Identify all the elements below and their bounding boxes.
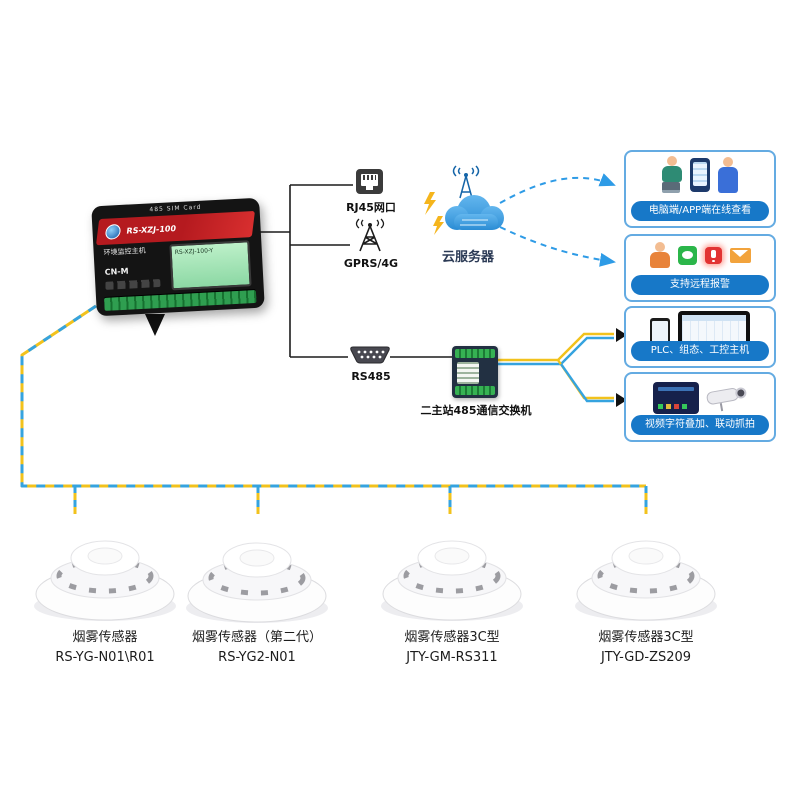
gprs-antenna-icon <box>355 218 385 252</box>
sensor-model: RS-YG2-N01 <box>218 650 296 666</box>
sensor-caption: 烟雾传感器3C型 JTY-GM-RS311 <box>367 628 537 668</box>
rs485-switch-device <box>452 346 498 398</box>
device-band-text: RS-XZJ-100 <box>125 223 177 236</box>
lightning-icon <box>433 216 444 235</box>
person-with-laptop <box>662 156 682 193</box>
rj45-port-icon <box>356 169 383 194</box>
smoke-detector <box>186 542 328 623</box>
mail-icon <box>729 247 751 263</box>
tablet-icon <box>650 318 670 346</box>
feature-label-online-view: 电脑端/APP端在线查看 <box>631 201 769 221</box>
cctv-camera-icon <box>705 382 749 415</box>
alarm-icon <box>704 246 722 264</box>
feature-box-video-capture: 视频字符叠加、联动抓拍 <box>624 372 776 442</box>
sensor-caption: 烟雾传感器3C型 JTY-GD-ZS209 <box>561 628 731 668</box>
lightning-icon <box>424 192 436 215</box>
sensor-caption: 烟雾传感器（第二代） RS-YG2-N01 <box>172 628 342 668</box>
feature-box-remote-alarm: 支持远程报警 <box>624 234 776 302</box>
person-with-phone <box>718 156 738 193</box>
feature-label-video-capture: 视频字符叠加、联动抓拍 <box>631 415 769 435</box>
sensor-model: JTY-GD-ZS209 <box>600 650 692 666</box>
person-icon <box>649 242 670 268</box>
feature-label-remote-alarm: 支持远程报警 <box>631 275 769 295</box>
laptop-icon <box>662 182 680 193</box>
rj45-label: RJ45网口 <box>346 201 396 214</box>
smoke-detector <box>575 540 717 621</box>
cloud-server-label: 云服务器 <box>441 250 494 265</box>
device-badge: CN-M <box>104 266 129 277</box>
sensor-model: JTY-GM-RS311 <box>406 650 498 666</box>
gprs-label: GPRS/4G <box>343 257 399 270</box>
feature-box-plc-scada: PLC、组态、工控主机 <box>624 306 776 368</box>
device-brand-band: RS-XZJ-100 <box>95 210 255 246</box>
smoke-detector <box>381 540 523 621</box>
sensor-model: RS-YG-N01\R01 <box>55 650 155 666</box>
device-terminal-block <box>104 289 257 311</box>
rs485-switch-label: 二主站485通信交换机 <box>420 404 532 417</box>
brand-logo-icon <box>104 223 122 240</box>
sensor-caption: 烟雾传感器 RS-YG-N01\R01 <box>20 628 190 668</box>
sensor-title: 烟雾传感器3C型 <box>404 630 500 645</box>
cloud-server-icon <box>424 165 504 235</box>
rs485-label: RS485 <box>351 370 391 383</box>
rs485-serial-icon <box>350 346 390 364</box>
remote-alarm-illustration <box>626 242 774 268</box>
people-computer-illustration <box>626 156 774 193</box>
feature-label-plc-scada: PLC、组态、工控主机 <box>631 341 769 361</box>
sensor-title: 烟雾传感器（第二代） <box>191 630 322 645</box>
monitoring-host-device: 485 SIM Card RS-XZJ-100 环境监控主机 RS-XZJ-10… <box>91 197 265 317</box>
device-title: 环境监控主机 <box>103 246 146 257</box>
wechat-icon <box>677 245 697 265</box>
sensor-title: 烟雾传感器 <box>72 630 138 645</box>
dvr-icon <box>653 382 699 414</box>
feature-box-online-view: 电脑端/APP端在线查看 <box>624 150 776 228</box>
smoke-detector <box>34 540 176 621</box>
device-lcd-screen: RS-XZJ-100-Y <box>169 240 252 291</box>
device-buttons <box>105 278 161 290</box>
video-capture-illustration <box>626 382 774 414</box>
sensor-title: 烟雾传感器3C型 <box>598 630 694 645</box>
app-phone-icon <box>690 157 710 192</box>
